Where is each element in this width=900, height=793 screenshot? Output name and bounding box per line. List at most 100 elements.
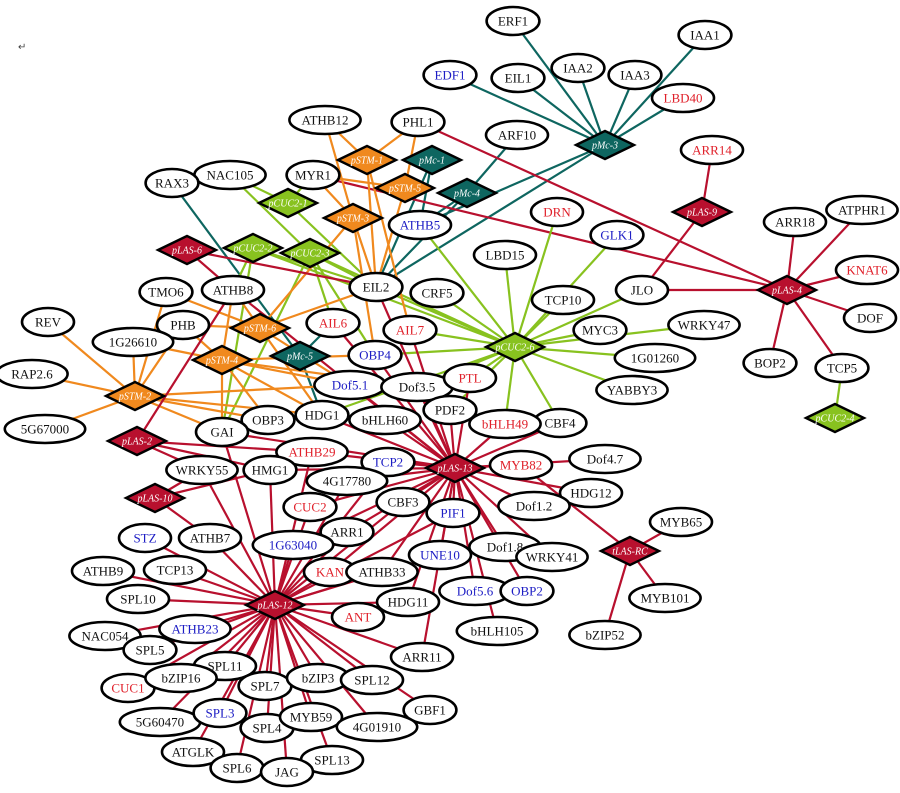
gene-node-athb7[interactable] xyxy=(177,522,243,554)
gene-node-gbf1[interactable] xyxy=(402,694,458,726)
gene-node-myb101[interactable] xyxy=(628,582,702,614)
gene-node-obp4[interactable] xyxy=(347,339,403,371)
gene-node-4g01910[interactable] xyxy=(335,711,419,743)
hub-pstm-2[interactable] xyxy=(103,380,167,412)
gene-node-athb9[interactable] xyxy=(70,555,136,587)
gene-node-drn[interactable] xyxy=(529,196,585,228)
gene-node-wrky47[interactable] xyxy=(667,309,741,341)
gene-node-pif1[interactable] xyxy=(425,497,481,529)
gene-node-pdf2[interactable] xyxy=(422,394,478,426)
gene-node-gai[interactable] xyxy=(194,416,250,448)
gene-node-bhlh49[interactable] xyxy=(468,408,542,440)
hub-plas-13[interactable] xyxy=(423,452,487,484)
gene-node-phb[interactable] xyxy=(155,309,211,341)
gene-node-athb29[interactable] xyxy=(275,436,349,468)
gene-node-hmg1[interactable] xyxy=(242,454,298,486)
gene-node-jlo[interactable] xyxy=(614,274,670,306)
gene-node-wrky55[interactable] xyxy=(165,454,239,486)
gene-node-arr18[interactable] xyxy=(762,206,828,238)
gene-node-crf5[interactable] xyxy=(409,277,465,309)
gene-node-lbd40[interactable] xyxy=(650,82,716,114)
gene-node-dof[interactable] xyxy=(842,302,898,334)
gene-node-dof1-2[interactable] xyxy=(497,490,571,522)
hub-pcuc2-1[interactable] xyxy=(256,187,320,219)
gene-node-tcp13[interactable] xyxy=(142,554,208,586)
hub-pmc-3[interactable] xyxy=(573,129,637,161)
hub-plas-9[interactable] xyxy=(670,196,734,228)
hub-pcuc2-3[interactable] xyxy=(278,237,342,269)
hub-pstm-5[interactable] xyxy=(373,172,437,204)
hub-plas-6[interactable] xyxy=(155,234,219,266)
gene-node-stz[interactable] xyxy=(117,522,173,554)
hub-pmc-5[interactable] xyxy=(268,340,332,372)
hub-plas-10[interactable] xyxy=(123,482,187,514)
gene-node-arr14[interactable] xyxy=(679,134,745,166)
gene-node-iaa1[interactable] xyxy=(677,19,733,51)
gene-node-spl5[interactable] xyxy=(122,634,178,666)
gene-node-bzip52[interactable] xyxy=(568,619,642,651)
gene-node-spl12[interactable] xyxy=(339,664,405,696)
gene-node-ail7[interactable] xyxy=(382,314,438,346)
gene-node-eil2[interactable] xyxy=(348,271,404,303)
gene-node-hdg11[interactable] xyxy=(375,586,441,618)
hub-pcuc2-4[interactable] xyxy=(803,402,867,434)
gene-node-hdg12[interactable] xyxy=(558,477,624,509)
gene-node-atglk[interactable] xyxy=(160,736,226,768)
gene-node-erf1[interactable] xyxy=(485,5,541,37)
gene-node-myr1[interactable] xyxy=(285,159,341,191)
gene-node-4g17780[interactable] xyxy=(305,465,389,497)
gene-node-myc3[interactable] xyxy=(572,314,628,346)
hub-plas-2[interactable] xyxy=(105,425,169,457)
gene-node-tcp5[interactable] xyxy=(814,352,870,384)
gene-node-hdg1[interactable] xyxy=(294,399,350,431)
gene-node-phl1[interactable] xyxy=(390,106,446,138)
gene-node-wrky41[interactable] xyxy=(515,541,589,573)
gene-node-iaa3[interactable] xyxy=(607,59,663,91)
gene-node-rap2-6[interactable] xyxy=(0,358,69,390)
gene-node-ail6[interactable] xyxy=(305,307,361,339)
gene-node-athb5[interactable] xyxy=(387,209,453,241)
hub-pstm-3[interactable] xyxy=(321,202,385,234)
gene-node-atphr1[interactable] xyxy=(825,194,899,226)
gene-node-ptl[interactable] xyxy=(442,362,498,394)
gene-node-arf10[interactable] xyxy=(484,119,550,151)
gene-node-bop2[interactable] xyxy=(742,347,798,379)
gene-node-5g67000[interactable] xyxy=(3,413,87,445)
gene-node-edf1[interactable] xyxy=(422,59,478,91)
gene-node-cuc2[interactable] xyxy=(282,491,338,523)
gene-node-lbd15[interactable] xyxy=(472,239,538,271)
gene-node-1g63040[interactable] xyxy=(251,529,335,561)
gene-node-bhlh105[interactable] xyxy=(455,615,539,647)
gene-node-une10[interactable] xyxy=(407,539,473,571)
gene-node-rev[interactable] xyxy=(20,306,76,338)
gene-node-myb65[interactable] xyxy=(648,506,714,538)
gene-node-athb33[interactable] xyxy=(345,556,419,588)
gene-node-cbf3[interactable] xyxy=(375,486,431,518)
gene-node-knat6[interactable] xyxy=(834,254,900,286)
hub-plas-4[interactable] xyxy=(755,274,819,306)
gene-node-spl10[interactable] xyxy=(105,583,171,615)
gene-node-rax3[interactable] xyxy=(144,167,200,199)
gene-node-jag[interactable] xyxy=(259,756,315,788)
hub-pcuc2-2[interactable] xyxy=(221,232,285,264)
hub-tlas-rc[interactable] xyxy=(598,535,662,567)
gene-node-arr11[interactable] xyxy=(389,641,455,673)
gene-node-glk1[interactable] xyxy=(589,219,645,251)
gene-node-myb82[interactable] xyxy=(488,449,554,481)
hub-pmc-1[interactable] xyxy=(400,144,464,176)
gene-node-ant[interactable] xyxy=(330,601,386,633)
gene-node-obp3[interactable] xyxy=(240,404,296,436)
gene-node-tcp2[interactable] xyxy=(360,446,416,478)
gene-node-dof4-7[interactable] xyxy=(568,443,642,475)
gene-node-athb23[interactable] xyxy=(158,613,232,645)
hub-pcuc2-6[interactable] xyxy=(483,331,547,363)
hub-pstm-1[interactable] xyxy=(335,144,399,176)
gene-node-athb12[interactable] xyxy=(288,104,362,136)
hub-pstm-4[interactable] xyxy=(190,344,254,376)
gene-node-tmo6[interactable] xyxy=(138,276,194,308)
gene-node-myb59[interactable] xyxy=(278,701,344,733)
gene-node-bzip16[interactable] xyxy=(144,662,218,694)
gene-node-tcp10[interactable] xyxy=(530,284,596,316)
gene-node-yabby3[interactable] xyxy=(595,374,669,406)
gene-node-1g26610[interactable] xyxy=(91,326,175,358)
